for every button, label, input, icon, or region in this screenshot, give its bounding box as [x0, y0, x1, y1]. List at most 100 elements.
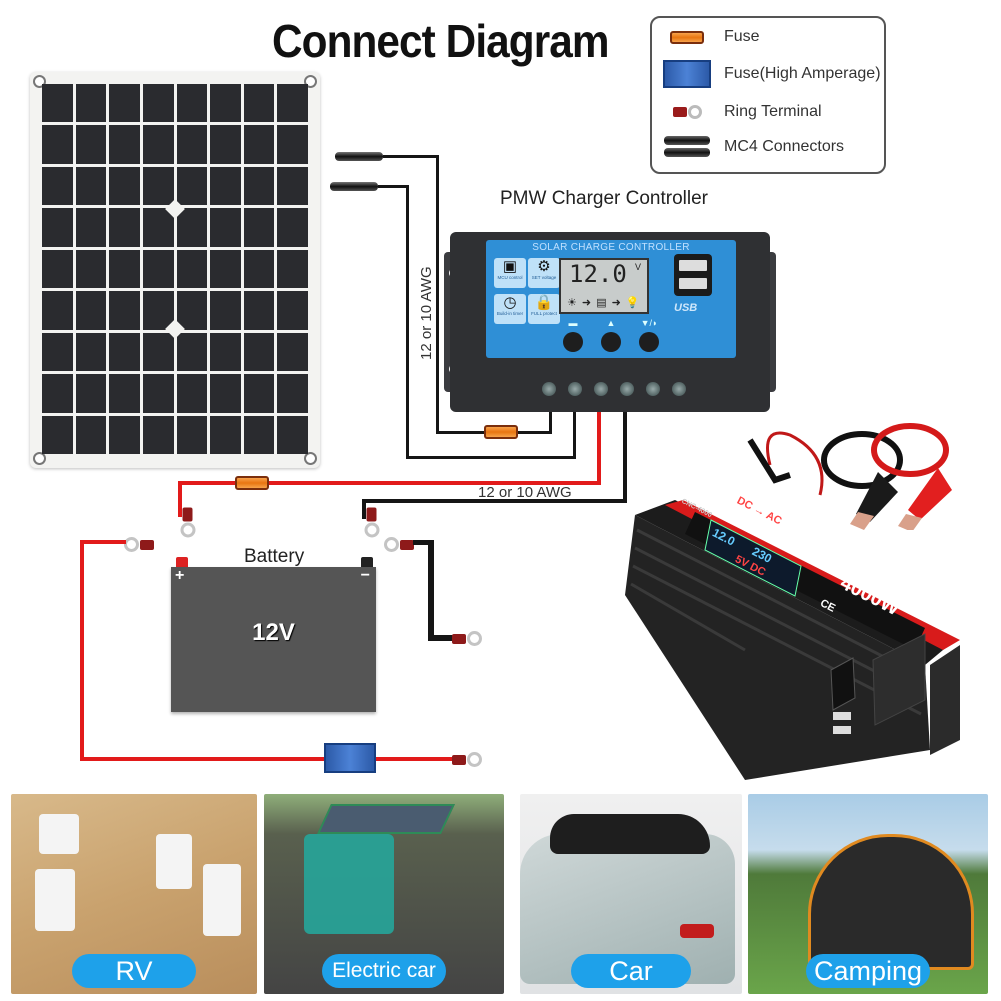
up-button[interactable] [601, 332, 621, 352]
application-photo-electric-car: Electric car [264, 794, 504, 994]
up-button-label: ▲ [606, 318, 616, 328]
solar-cell [42, 208, 73, 247]
application-label-electric-car: Electric car [322, 954, 446, 988]
down-button-label: ▼/◗ [640, 318, 658, 328]
solar-cell [142, 249, 174, 289]
solar-cell [42, 374, 73, 413]
solar-cell [277, 415, 308, 454]
high-amperage-fuse-icon [324, 743, 376, 773]
lock-icon: 🔒FULL protect [528, 294, 560, 324]
solar-cell [75, 332, 107, 372]
solar-cell [142, 291, 174, 330]
solar-cell [42, 249, 73, 289]
solar-cell [109, 249, 140, 289]
diagram-title: Connect Diagram [272, 15, 610, 67]
controller-label: PMW Charger Controller [500, 188, 708, 209]
solar-cell [109, 166, 140, 206]
energy-flow-icon: ☀ ➜ ▤ ➜ 💡 [567, 297, 641, 309]
mc4-connectors-icon [664, 136, 710, 157]
solar-cell [176, 208, 208, 247]
solar-cell [75, 374, 107, 413]
solar-cell [42, 291, 73, 330]
fuse-icon [484, 425, 518, 439]
battery-voltage: 12V [252, 619, 295, 646]
pv-wire [436, 431, 486, 434]
battery-wire-positive [178, 481, 601, 485]
application-label-rv: RV [72, 954, 196, 988]
lcd-voltage-value: 12.0 [569, 260, 627, 288]
fuse-icon [235, 476, 269, 490]
solar-cell [210, 291, 241, 330]
timer-icon: ◷Build-in timer [494, 294, 526, 324]
power-inverter [625, 500, 960, 780]
mc4-connector-icon [330, 182, 378, 191]
screw-terminal [542, 382, 556, 396]
solar-cell [277, 291, 308, 330]
ring-terminal-icon [124, 537, 154, 552]
solar-cell [176, 249, 208, 289]
solar-cell [277, 332, 308, 372]
solar-cell [42, 415, 73, 454]
set-voltage-icon: ⚙SET voltage [528, 258, 560, 288]
lcd-voltage-unit: V [634, 262, 641, 272]
solar-cell [176, 415, 208, 454]
pv-wire [436, 155, 439, 433]
high-amperage-fuse-icon [663, 60, 711, 88]
battery-wire-negative [623, 398, 627, 502]
solar-cell [142, 125, 174, 164]
mounting-hole-icon [304, 452, 317, 465]
solar-cell [210, 166, 241, 206]
fuse-icon [670, 30, 704, 44]
solar-cell [243, 125, 275, 164]
solar-cell [42, 125, 73, 164]
solar-cell [176, 166, 208, 206]
solar-cell [142, 166, 174, 206]
legend-item-mc4: MC4 Connectors [652, 136, 844, 157]
solar-cell [176, 84, 208, 123]
menu-button[interactable] [563, 332, 583, 352]
solar-cell [243, 415, 275, 454]
positive-terminal-post [176, 557, 188, 567]
inverter-wire-negative [413, 540, 433, 545]
battery: + − 12V [171, 567, 376, 712]
legend-label: Fuse(High Amperage) [724, 65, 881, 82]
battery-wire-negative [362, 499, 366, 519]
down-button[interactable] [639, 332, 659, 352]
solar-cell [109, 208, 140, 247]
menu-button-label: ▬ [568, 318, 578, 328]
solar-cell [277, 208, 308, 247]
ring-terminal-icon [672, 105, 702, 119]
mc4-connector-icon [335, 152, 383, 161]
solar-cell [210, 249, 241, 289]
solar-cell [176, 291, 208, 330]
mcu-control-icon: ▣MCU control [494, 258, 526, 288]
ring-terminal-icon [452, 752, 482, 767]
solar-cell [176, 125, 208, 164]
negative-terminal-post [361, 557, 373, 567]
solar-cell [243, 249, 275, 289]
battery-wire-negative [362, 499, 627, 503]
solar-cell [109, 332, 140, 372]
solar-cell [75, 125, 107, 164]
solar-panel [30, 72, 320, 468]
legend-item-fuse: Fuse [652, 28, 760, 46]
solar-cell [142, 332, 174, 372]
application-photo-car: Car [520, 794, 742, 994]
solar-cell [210, 125, 241, 164]
solar-cell [176, 332, 208, 372]
legend-item-high-amperage-fuse: Fuse(High Amperage) [652, 60, 881, 88]
usb-ports[interactable] [674, 254, 712, 296]
solar-cell [75, 166, 107, 206]
application-photo-camping: Camping [748, 794, 988, 994]
solar-cell [243, 332, 275, 372]
solar-cell [277, 166, 308, 206]
wire-gauge-label-vertical: 12 or 10 AWG [418, 266, 435, 360]
plus-icon: + [175, 567, 185, 584]
inverter-wire-positive [376, 757, 452, 761]
pv-wire [573, 398, 576, 459]
pv-wire [406, 185, 409, 458]
solar-cell [277, 249, 308, 289]
legend-label: Ring Terminal [724, 103, 822, 120]
solar-cell [42, 84, 73, 123]
application-label-camping: Camping [806, 954, 930, 988]
